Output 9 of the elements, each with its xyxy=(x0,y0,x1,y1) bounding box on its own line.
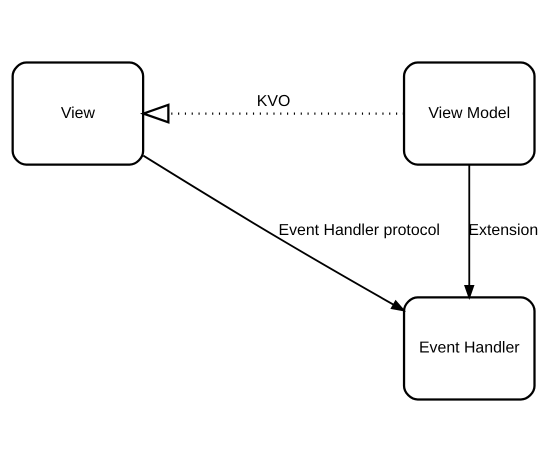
arrow xyxy=(464,164,475,300)
arrow xyxy=(142,154,406,312)
node-box: Event Handler xyxy=(402,296,536,401)
edge-label: Event Handler protocol xyxy=(278,222,440,240)
node-box: View Model xyxy=(402,61,536,166)
edge-label: Extension xyxy=(468,222,538,240)
node-box: View xyxy=(12,61,144,166)
arrow xyxy=(140,103,404,124)
edge-label: KVO xyxy=(256,92,290,110)
